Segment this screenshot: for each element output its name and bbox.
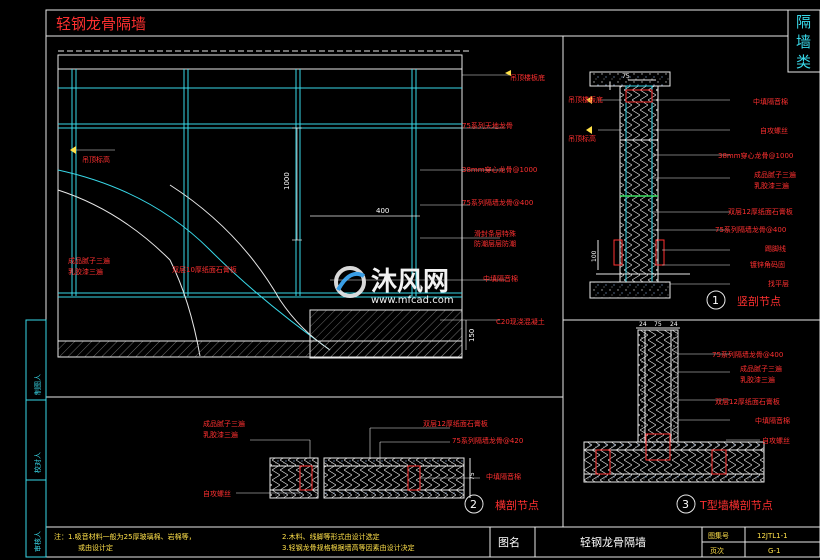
tsec-label-r1: 75系列隔墙龙骨@400: [712, 350, 783, 359]
tsec-label-r2: 成品腻子三遍: [740, 364, 782, 373]
watermark-logo: [334, 266, 366, 298]
title-block-name-value: 轻钢龙骨隔墙: [580, 535, 646, 549]
vsec-label-r5: 双层12厚纸面石膏板: [728, 207, 793, 216]
drawing-title: 轻钢龙骨隔墙: [56, 15, 146, 33]
tsec-label-r3: 乳胶漆三遍: [740, 375, 775, 384]
side-panel-drafter: 制图人: [33, 374, 42, 395]
tsec-label-r5: 中填隔音棉: [755, 416, 790, 425]
vsec-dim-2: 100: [591, 250, 598, 262]
vsec-dim-1: 75: [622, 73, 630, 80]
tsec-label-r6: 自攻螺丝: [762, 436, 790, 445]
elev-dim-height: 1000: [283, 172, 291, 190]
t-section-view: [583, 327, 765, 483]
vsec-number-circle: [706, 290, 726, 310]
elev-label-filler2: 防潮层层防潮: [474, 239, 516, 248]
note-line-1: 注：1.吸音材料一般为25厚玻璃棉、岩棉等，: [54, 532, 196, 541]
watermark-url: www.mfcad.com: [371, 295, 454, 306]
category-char-2: 墙: [796, 33, 811, 51]
hsec-label-r2: 75系列隔墙龙骨@420: [452, 436, 523, 445]
tsec-label-r4: 双层12厚纸面石膏板: [715, 397, 780, 406]
tsec-dim-3: 24: [670, 321, 678, 328]
elev-dim-base: 150: [468, 329, 476, 342]
tsec-number: 3: [682, 498, 689, 511]
elev-label-frame-top: 75系列天地龙骨: [462, 121, 513, 130]
vsec-number: 1: [712, 294, 719, 307]
hsec-title: 横剖节点: [495, 498, 539, 512]
watermark-brand: 沐风网: [371, 267, 449, 297]
title-block-drawing-no-label: 图集号: [708, 531, 729, 540]
elev-dim-spacing: 400: [376, 207, 389, 215]
hsec-label-l1: 成品腻子三遍: [203, 419, 245, 428]
vsec-label-r8: 镀锌角码固: [750, 260, 785, 269]
horizontal-section-view: [236, 427, 480, 499]
hsec-label-l3: 自攻螺丝: [203, 489, 231, 498]
hsec-label-l2: 乳胶漆三遍: [203, 430, 238, 439]
vsec-label-r2: 自攻螺丝: [760, 126, 788, 135]
tsec-dim-2: 75: [654, 321, 662, 328]
note-line-2: 或由设计定: [78, 543, 113, 552]
note-line-1b: 2.木料、线脚等形式由设计选定: [282, 532, 380, 541]
elev-label-stud-center: 38mm穿心龙骨@1000: [462, 165, 537, 174]
sheet-border: [45, 9, 820, 558]
hsec-label-r3: 中填隔音棉: [486, 472, 521, 481]
elev-label-ceiling: 吊顶楼板底: [510, 73, 545, 82]
elev-label-board: 双层10厚纸面石膏板: [172, 265, 237, 274]
title-block-name-label: 图名: [498, 535, 520, 549]
hsec-dim-1: 75: [469, 472, 476, 480]
vsec-label-left2: 吊顶标高: [568, 134, 596, 143]
elev-label-stud-spacing: 75系列隔墙龙骨@400: [462, 198, 533, 207]
title-block-drawing-no-value: 12JTL1-1: [757, 532, 788, 540]
vsec-title: 竖剖节点: [737, 294, 781, 308]
elev-label-left-mark: 吊顶标高: [82, 155, 110, 164]
vertical-section-view: [586, 71, 730, 299]
category-char-1: 隔: [796, 13, 811, 31]
elev-label-filler: 滑封条层特殊: [474, 229, 516, 238]
elev-label-concrete: C20现浇混凝土: [496, 317, 545, 326]
elevation-view: 1000 400 150: [57, 50, 511, 359]
vsec-label-r4a: 成品腻子三遍: [754, 170, 796, 179]
elev-label-coat1: 成品腻子三遍: [68, 256, 110, 265]
vsec-label-left1: 吊顶楼板底: [568, 95, 603, 104]
category-box: [787, 9, 820, 73]
side-panel-checker: 校对人: [33, 452, 42, 473]
vsec-label-r7: 踢脚线: [765, 244, 786, 253]
note-line-2b: 3.轻钢龙骨规格根据墙高等因素由设计决定: [282, 543, 415, 552]
hsec-number: 2: [470, 498, 477, 511]
side-panel-reviewer: 审核人: [33, 531, 42, 552]
tsec-title: T型墙横剖节点: [699, 498, 773, 512]
elev-label-soundproof: 中填隔音棉: [483, 274, 518, 283]
hsec-number-circle: [464, 494, 484, 514]
title-block-page-label: 页次: [710, 546, 724, 555]
vsec-label-r6: 75系列隔墙龙骨@400: [715, 225, 786, 234]
side-panel: [25, 319, 47, 558]
hsec-label-r1: 双层12厚纸面石膏板: [423, 419, 488, 428]
tsec-number-circle: [676, 494, 696, 514]
vsec-label-r1: 中填隔音棉: [753, 97, 788, 106]
vsec-label-r4b: 乳胶漆三遍: [754, 181, 789, 190]
vsec-label-r3: 38mm穿心龙骨@1000: [718, 151, 793, 160]
elev-label-coat2: 乳胶漆三遍: [68, 267, 103, 276]
vsec-label-r9: 找平层: [768, 279, 789, 288]
category-char-3: 类: [796, 53, 811, 71]
tsec-dim-1: 24: [639, 321, 647, 328]
title-block-page-value: G-1: [768, 547, 780, 555]
